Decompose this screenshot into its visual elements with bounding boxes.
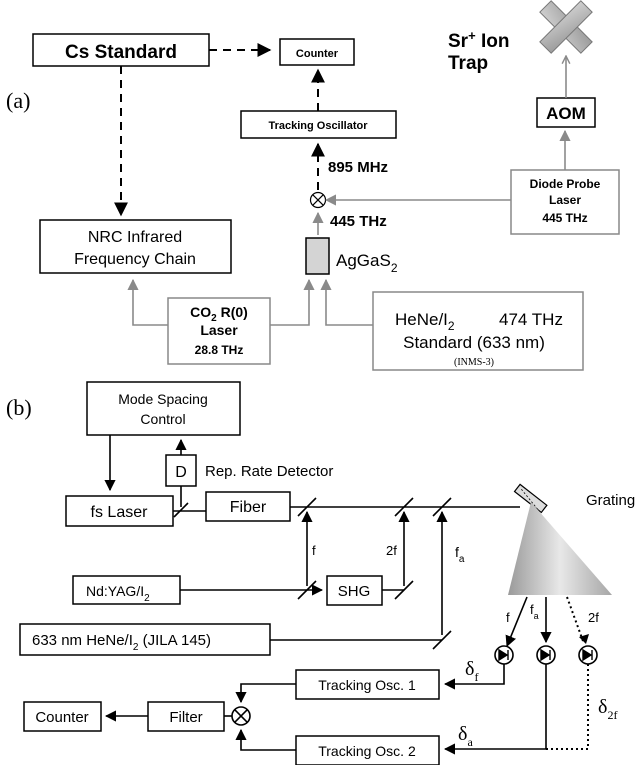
ion-trap-label-line2: Trap bbox=[448, 53, 488, 74]
nrc-chain-box: NRC Infrared Frequency Chain bbox=[39, 219, 232, 274]
panel-b-label: (b) bbox=[6, 395, 32, 420]
rep-rate-label: Rep. Rate Detector bbox=[205, 463, 333, 480]
mode-spacing-line2: Control bbox=[140, 411, 185, 427]
beamsplitter-f bbox=[297, 497, 317, 517]
fs-laser-label: fs Laser bbox=[91, 504, 149, 521]
nrc-label-line1: NRC Infrared bbox=[88, 229, 182, 246]
mirror-hene bbox=[432, 630, 452, 650]
det-fa-label: fa bbox=[530, 602, 539, 621]
fa-label: fa bbox=[455, 544, 465, 565]
detector-d-label: D bbox=[175, 464, 187, 481]
delta-2f-label: δ2f bbox=[598, 696, 617, 722]
tracking-oscillator-box: Tracking Oscillator bbox=[240, 110, 397, 139]
ndyag-label: Nd:YAG/I2 bbox=[86, 583, 150, 604]
2f-detector-to-osc2 bbox=[546, 664, 589, 750]
nrc-label-line2: Frequency Chain bbox=[74, 251, 196, 268]
fiber-label: Fiber bbox=[230, 499, 267, 516]
counter-label-b: Counter bbox=[35, 709, 88, 726]
counter-box-b: Counter bbox=[23, 701, 102, 732]
f-detector-to-osc1 bbox=[443, 664, 505, 690]
photodiode-2f-icon bbox=[578, 645, 598, 665]
tracking-oscillator-label: Tracking Oscillator bbox=[268, 120, 368, 132]
osc2-to-mixer-arrow bbox=[235, 728, 296, 751]
co2-label-line2: Laser bbox=[200, 322, 238, 338]
delta-a-label: δa bbox=[458, 723, 473, 749]
diode-label-line3: 445 THz bbox=[542, 211, 587, 225]
mode-spacing-line1: Mode Spacing bbox=[118, 391, 208, 407]
co2-label-line3: 28.8 THz bbox=[195, 343, 244, 357]
hene-jila-box: 633 nm HeNe/I2 (JILA 145) bbox=[19, 623, 271, 656]
photodiode-fa-icon bbox=[536, 645, 556, 665]
hene-label-line3: (INMS-3) bbox=[454, 357, 494, 368]
ion-trap-label-line1: Sr+ Ion bbox=[448, 28, 509, 52]
crystal-icon bbox=[305, 237, 330, 275]
photodiode-f-icon bbox=[494, 645, 514, 665]
co2-to-nrc-arrow bbox=[127, 278, 168, 326]
hene-to-crystal-arrow bbox=[320, 278, 373, 326]
diode-label-line1: Diode Probe bbox=[530, 177, 601, 191]
ndyag-box: Nd:YAG/I2 bbox=[72, 575, 181, 605]
shg-box: SHG bbox=[326, 575, 383, 606]
det-f-label: f bbox=[506, 610, 510, 625]
panel-a: (a) Cs Standard Counter Tracking Oscilla… bbox=[6, 0, 620, 371]
mixer-a-icon bbox=[309, 191, 327, 209]
diode-label-line2: Laser bbox=[549, 193, 581, 207]
rep-rate-detector-box: D bbox=[165, 454, 197, 487]
mixer-b-icon bbox=[231, 706, 251, 726]
cs-standard-label: Cs Standard bbox=[65, 42, 177, 63]
delta-f-label: δf bbox=[465, 658, 478, 684]
diode-probe-laser-box: Diode Probe Laser 445 THz bbox=[510, 169, 620, 235]
beamsplitter-shg-in bbox=[297, 580, 317, 600]
det-2f-label: 2f bbox=[588, 610, 599, 625]
co2-to-crystal-arrow bbox=[270, 278, 315, 326]
hene-label-line2: Standard (633 nm) bbox=[403, 333, 545, 352]
cs-standard-box: Cs Standard bbox=[32, 33, 210, 67]
panel-a-label: (a) bbox=[6, 88, 30, 113]
freq-895-label: 895 MHz bbox=[328, 159, 388, 176]
f-detector-beam bbox=[505, 596, 528, 648]
fs-laser-box: fs Laser bbox=[65, 495, 174, 527]
freq-445-label: 445 THz bbox=[330, 213, 387, 230]
tracking-osc-1-box: Tracking Osc. 1 bbox=[295, 669, 440, 700]
grating-label: Grating bbox=[586, 492, 635, 509]
counter-label-a: Counter bbox=[296, 48, 339, 60]
tracking-osc-2-box: Tracking Osc. 2 bbox=[295, 735, 440, 765]
tracking-osc-1-label: Tracking Osc. 1 bbox=[318, 677, 416, 693]
aom-box: AOM bbox=[536, 97, 596, 128]
hene-jila-label: 633 nm HeNe/I2 (JILA 145) bbox=[32, 632, 211, 653]
shg-label: SHG bbox=[338, 583, 371, 600]
2f-arrowhead bbox=[579, 634, 589, 644]
mirror-shg-out bbox=[394, 580, 414, 600]
grating-icon bbox=[513, 483, 548, 514]
mode-spacing-control-box: Mode Spacing Control bbox=[86, 381, 241, 436]
filter-label: Filter bbox=[169, 709, 202, 726]
2f-label: 2f bbox=[386, 543, 397, 558]
filter-box: Filter bbox=[147, 701, 225, 732]
counter-box-a: Counter bbox=[279, 38, 355, 66]
co2-laser-box: CO2 R(0) Laser 28.8 THz bbox=[167, 297, 271, 365]
co2-label-line1: CO2 R(0) bbox=[190, 304, 248, 324]
osc1-to-mixer-arrow bbox=[235, 683, 296, 704]
2f-detector-beam bbox=[566, 596, 584, 642]
dispersion-cone bbox=[508, 502, 612, 595]
fiber-box: Fiber bbox=[205, 491, 291, 522]
beamsplitter-fa bbox=[432, 497, 452, 517]
f-label: f bbox=[312, 543, 316, 558]
pickoff-mirror-1 bbox=[173, 502, 189, 518]
beamsplitter-2f bbox=[394, 497, 414, 517]
crystal-label: AgGaS2 bbox=[336, 251, 398, 275]
aom-label: AOM bbox=[546, 104, 586, 123]
ion-trap-icon bbox=[539, 0, 593, 54]
tracking-osc-2-label: Tracking Osc. 2 bbox=[318, 743, 416, 759]
panel-b: (b) Mode Spacing Control D Rep. Rate Det… bbox=[6, 381, 635, 765]
